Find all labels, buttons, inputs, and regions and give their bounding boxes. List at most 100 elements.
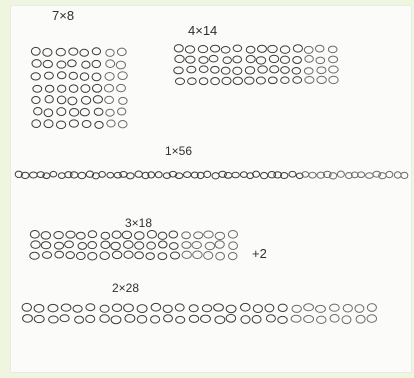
dot (60, 315, 69, 322)
dot (268, 45, 277, 52)
dot (151, 303, 161, 311)
dot (88, 231, 97, 238)
dot (135, 171, 142, 177)
label-2x28: 2×28 (112, 281, 139, 295)
dot (163, 305, 172, 312)
dot (49, 316, 59, 323)
dot (104, 84, 113, 92)
grid-1x56 (15, 171, 408, 179)
dot (186, 56, 195, 63)
dot (88, 242, 97, 249)
dot (188, 78, 197, 85)
dot (69, 108, 78, 116)
dot (175, 78, 184, 85)
dot (124, 251, 133, 258)
dot (260, 172, 267, 178)
dot (356, 315, 365, 323)
dot (105, 96, 114, 103)
dot (95, 121, 103, 128)
dot (394, 172, 401, 178)
dot (233, 67, 242, 74)
dot (111, 242, 120, 250)
dot (86, 304, 95, 311)
dot (221, 47, 230, 54)
dot (106, 60, 115, 68)
dot (304, 304, 314, 311)
grid-2x28 (22, 303, 376, 323)
dot (137, 305, 147, 313)
dot (81, 96, 90, 104)
dot (210, 45, 219, 52)
dot (69, 120, 78, 127)
dot (76, 232, 85, 239)
dot (32, 96, 40, 103)
dot (43, 60, 52, 67)
dot (41, 242, 50, 249)
dot (194, 232, 203, 239)
dot (329, 56, 338, 63)
dot (355, 305, 364, 313)
dot (81, 85, 90, 93)
dot (151, 316, 160, 323)
dot (69, 72, 77, 79)
dot (215, 316, 225, 324)
dot (221, 67, 230, 74)
dot (45, 85, 53, 92)
dot (34, 315, 44, 322)
dot (174, 67, 183, 74)
dot (169, 243, 178, 250)
dot (184, 172, 191, 178)
dot (158, 253, 167, 260)
dot (31, 241, 40, 248)
dot (280, 46, 289, 53)
dot (201, 315, 211, 322)
grid-7x8 (31, 47, 127, 128)
dot (69, 48, 78, 55)
dot (367, 315, 376, 323)
dot (245, 77, 254, 84)
dot (309, 172, 316, 178)
dot (68, 60, 77, 67)
dot (65, 241, 74, 248)
dot (222, 77, 231, 84)
dot (366, 173, 374, 179)
dot (342, 316, 351, 324)
dot (246, 56, 255, 63)
dot (119, 97, 127, 104)
dot (80, 49, 89, 56)
dot (269, 55, 278, 62)
dot (193, 251, 202, 259)
dot (329, 76, 338, 83)
dot (44, 120, 53, 128)
dot (32, 60, 41, 68)
dot (209, 55, 218, 62)
dot (55, 251, 64, 258)
dot (57, 96, 66, 104)
dot (92, 60, 100, 67)
dot (214, 304, 224, 311)
dot (204, 171, 211, 177)
dot (317, 76, 326, 83)
label-4x14: 4×14 (188, 23, 217, 38)
dot (135, 242, 144, 249)
dot (58, 85, 66, 92)
dot (189, 305, 198, 312)
dot (57, 108, 66, 116)
dot (101, 232, 110, 239)
dot (124, 241, 133, 249)
dot (198, 46, 207, 53)
dot (226, 305, 236, 312)
dot (182, 242, 191, 249)
dot (61, 304, 71, 311)
dot (329, 66, 338, 73)
dot (105, 72, 114, 80)
dot (252, 315, 261, 323)
dot (228, 252, 237, 259)
dot (73, 305, 82, 312)
dot (246, 46, 255, 53)
dot (112, 304, 121, 311)
dot (34, 107, 42, 115)
dot (224, 173, 232, 179)
label-1x56: 1×56 (165, 144, 192, 158)
dot (270, 66, 279, 73)
